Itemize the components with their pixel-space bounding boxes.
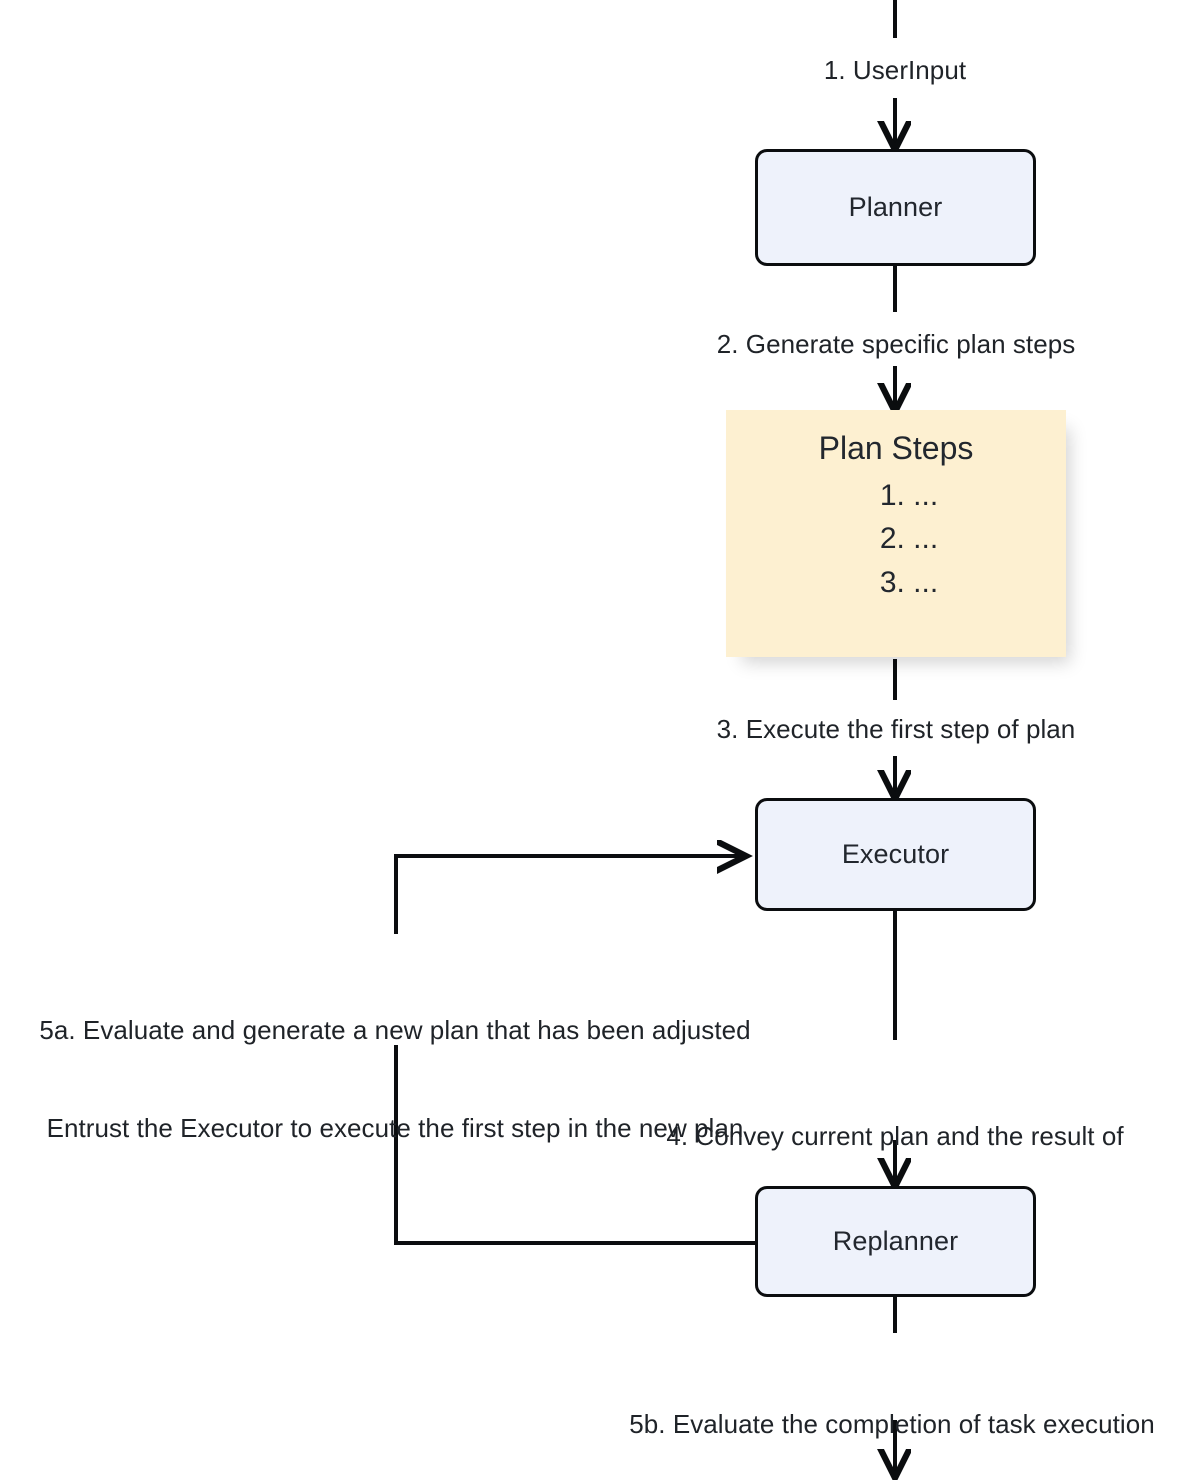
edge-replan-loop-bottom (394, 1045, 755, 1245)
node-executor[interactable]: Executor (755, 798, 1036, 911)
plan-steps-item-1: 1. ... (879, 478, 939, 512)
edge-label-replan-loop: 5a. Evaluate and generate a new plan tha… (0, 948, 790, 1210)
node-replanner-label: Replanner (832, 1226, 959, 1256)
plan-steps-title: Plan Steps (818, 430, 974, 466)
edge-label-finish-line1: 5b. Evaluate the completion of task exec… (629, 1408, 1155, 1439)
edge-label-replan-loop-line1: 5a. Evaluate and generate a new plan tha… (39, 1014, 751, 1045)
plan-steps-item-3: 3. ... (879, 565, 939, 599)
node-planner[interactable]: Planner (755, 149, 1036, 266)
edge-label-replan-loop-line2: Entrust the Executor to execute the firs… (46, 1112, 744, 1143)
node-replanner[interactable]: Replanner (755, 1186, 1036, 1297)
node-executor-label: Executor (841, 839, 950, 869)
edge-label-user-input: 1. UserInput (823, 55, 967, 85)
edge-label-execute-first: 3. Execute the first step of plan (716, 714, 1076, 744)
edge-label-finish: 5b. Evaluate the completion of task exec… (592, 1342, 1192, 1480)
edge-label-generate-plan: 2. Generate specific plan steps (716, 329, 1076, 359)
edge-label-convey-result-line1: 4. Convey current plan and the result of (666, 1120, 1124, 1151)
node-plan-steps[interactable]: Plan Steps 1. ... 2. ... 3. ... (726, 410, 1066, 657)
node-planner-label: Planner (848, 192, 943, 222)
edge-replan-loop-top (394, 856, 742, 934)
plan-steps-item-2: 2. ... (879, 522, 939, 556)
